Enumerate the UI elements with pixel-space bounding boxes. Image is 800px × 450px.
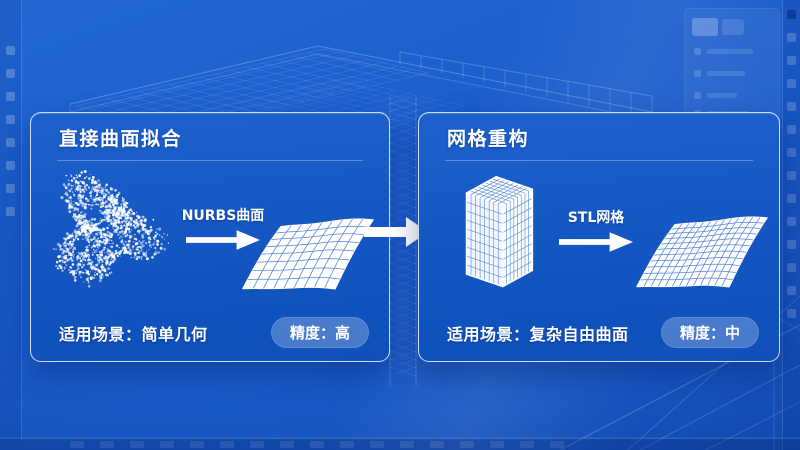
scenario-label: 适用场景：简单几何 — [59, 324, 208, 344]
properties-panel — [684, 8, 780, 124]
small-arrow-right-icon — [186, 230, 260, 250]
method-label: STL网格 — [567, 210, 625, 226]
reconstructed-surface-graphic — [636, 216, 768, 288]
panel-mesh-reconstruction: 网格重构 STL网格 适用场景：复杂自由曲面 精度：中 — [418, 112, 780, 362]
panel-button-primary — [692, 18, 718, 36]
panel-title: 直接曲面拟合 — [59, 128, 183, 150]
panel-button-secondary — [722, 19, 744, 35]
scenario-label: 适用场景：复杂自由曲面 — [447, 324, 629, 344]
nurbs-surface-graphic — [242, 218, 374, 290]
divider — [445, 160, 753, 161]
small-arrow-right-icon — [559, 232, 633, 252]
left-toolbar — [0, 0, 22, 440]
flow-arrow-right-icon — [364, 217, 428, 247]
accuracy-badge: 精度：高 — [270, 317, 369, 348]
panel-title: 网格重构 — [447, 128, 530, 150]
accuracy-badge: 精度：中 — [660, 317, 759, 348]
meshed-cube-graphic — [465, 176, 534, 288]
right-toolbar — [782, 0, 800, 450]
point-cloud-graphic — [52, 169, 169, 288]
taskbar — [0, 438, 800, 450]
panel-direct-surface-fitting: 直接曲面拟合 NURBS曲面 适用场景：简单几何 精度：高 — [30, 112, 390, 362]
divider — [57, 160, 363, 161]
method-label: NURBS曲面 — [181, 208, 265, 224]
